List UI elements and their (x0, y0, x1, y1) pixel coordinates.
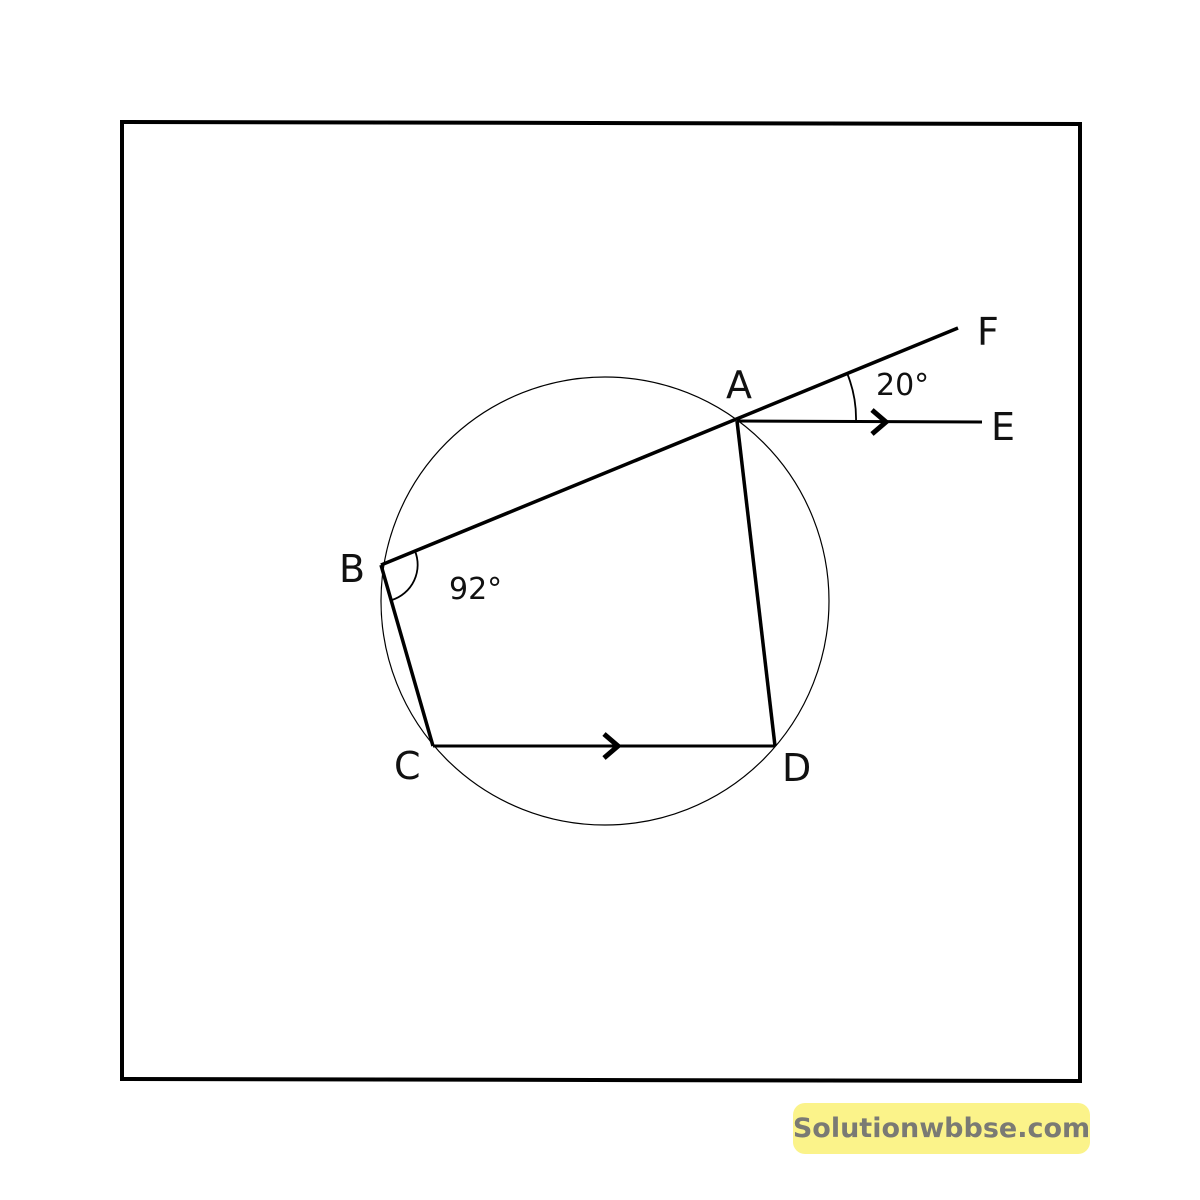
label-F: F (977, 310, 999, 354)
line-BF (380, 326, 959, 567)
parallel-arrow-AE (870, 408, 890, 436)
circle (380, 376, 830, 826)
line-AD (735, 420, 777, 747)
parallel-arrow-CD (602, 732, 622, 760)
label-C: C (394, 744, 421, 788)
label-B: B (339, 547, 365, 591)
angle-label-92: 92° (449, 572, 502, 607)
angle-arc-B (391, 550, 419, 601)
label-D: D (782, 746, 811, 790)
label-E: E (991, 405, 1015, 449)
label-A: A (726, 363, 752, 407)
angle-label-20: 20° (876, 368, 929, 403)
watermark: Solutionwbbse.com (793, 1103, 1090, 1154)
frame-border (120, 119, 1082, 1084)
line-AE (736, 419, 983, 424)
line-BC (379, 564, 435, 747)
angle-arc-A (846, 372, 857, 423)
